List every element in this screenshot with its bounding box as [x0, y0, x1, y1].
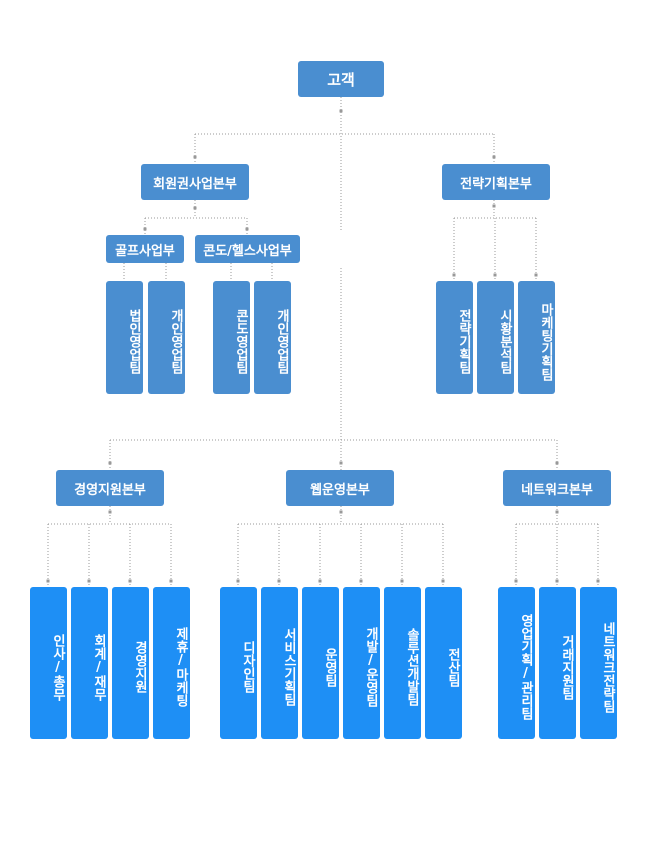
connector-dot-strategy-bottom: [492, 204, 496, 208]
team-golf-corporate-sales: 법인영업팀: [106, 281, 143, 394]
division-management-support: 경영지원본부: [56, 470, 164, 506]
connector-dot-strategy-team-2: [493, 273, 497, 277]
team-partnership-marketing: 제휴/마케팅: [153, 587, 190, 739]
connector-dot-network-team-2: [555, 579, 559, 583]
connector-dot-strategy-team-1: [452, 273, 456, 277]
team-golf-individual-sales: 개인영업팀: [148, 281, 185, 394]
team-development-operations: 개발/운영팀: [343, 587, 380, 739]
team-strategy-planning: 전략기획팀: [436, 281, 473, 394]
team-condo-individual-sales: 개인영업팀: [254, 281, 291, 394]
team-market-analysis: 시황분석팀: [477, 281, 514, 394]
connector-dot-network: [555, 461, 559, 465]
connector-dot-member-business-bottom: [193, 206, 197, 210]
connector-dot-golf: [143, 227, 147, 231]
connector-dot-web-operations: [339, 461, 343, 465]
connector-dot-management-bottom: [108, 510, 112, 514]
connector-dot-management-team-4: [169, 579, 173, 583]
connector-dot-strategy-team-3: [534, 273, 538, 277]
connector-dot-web-team-5: [400, 579, 404, 583]
root-node-customer: 고객: [298, 61, 384, 97]
team-trading-support: 거래지원팀: [539, 587, 576, 739]
subdivision-golf: 골프사업부: [106, 235, 184, 263]
connector-dot-web-bottom: [339, 510, 343, 514]
division-strategy-planning: 전략기획본부: [442, 164, 550, 200]
team-service-planning: 서비스기획팀: [261, 587, 298, 739]
team-marketing-planning: 마케팅기획팀: [518, 281, 555, 394]
connector-dot-network-team-1: [514, 579, 518, 583]
connector-dot-management-support: [108, 461, 112, 465]
connector-dot-management-team-3: [128, 579, 132, 583]
connector-dot-web-team-6: [441, 579, 445, 583]
team-network-strategy: 네트워크전략팀: [580, 587, 617, 739]
team-it: 전산팀: [425, 587, 462, 739]
team-solution-development: 솔루션개발팀: [384, 587, 421, 739]
division-web-operations: 웹운영본부: [286, 470, 394, 506]
connector-dot-web-team-2: [277, 579, 281, 583]
connector-dot-member-business: [193, 155, 197, 159]
connector-dot-condo: [245, 227, 249, 231]
team-condo-sales: 콘도영업팀: [213, 281, 250, 394]
team-sales-planning-management: 영업기획/관리팀: [498, 587, 535, 739]
connector-dot-network-bottom: [555, 510, 559, 514]
connector-dot-management-team-2: [87, 579, 91, 583]
team-hr-general-affairs: 인사/총무: [30, 587, 67, 739]
connector-dot-root: [339, 109, 343, 113]
connector-dot-web-team-4: [359, 579, 363, 583]
division-member-business: 회원권사업본부: [141, 164, 249, 200]
team-accounting-finance: 회계/재무: [71, 587, 108, 739]
division-network: 네트워크본부: [503, 470, 611, 506]
team-operations: 운영팀: [302, 587, 339, 739]
connector-dot-web-team-3: [318, 579, 322, 583]
team-management-support: 경영지원: [112, 587, 149, 739]
team-design: 디자인팀: [220, 587, 257, 739]
connector-dot-strategy-planning: [492, 155, 496, 159]
connector-dot-web-team-1: [236, 579, 240, 583]
subdivision-condo-health: 콘도/헬스사업부: [195, 235, 300, 263]
connector-dot-management-team-1: [46, 579, 50, 583]
connector-dot-network-team-3: [596, 579, 600, 583]
